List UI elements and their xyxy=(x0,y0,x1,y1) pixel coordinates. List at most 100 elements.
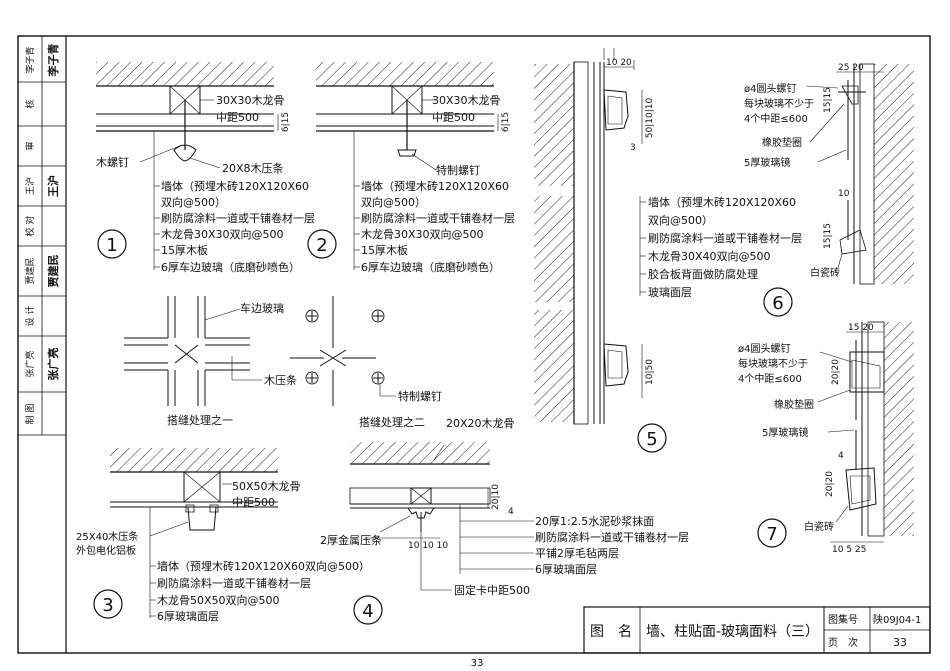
d4-layer-2: 刷防腐涂料一道或干铺卷材一层 xyxy=(535,530,689,544)
sidebar-sig-8: 张广亮 xyxy=(46,348,60,381)
d6-number: 6 xyxy=(772,293,783,314)
d3-layer-2: 刷防腐涂料一道或干铺卷材一层 xyxy=(157,576,311,590)
d5-layer-4: 木龙骨30X40双向@500 xyxy=(648,249,771,263)
d7-number: 7 xyxy=(766,524,777,545)
d7-screw-label-2: 每块玻璃不少于 xyxy=(738,357,808,370)
d1-layer-6: 6厚车边玻璃（底磨砂喷色） xyxy=(161,260,300,274)
detail-1: 30X30木龙骨 中距500 6|15 木螺钉 20X8木压条 墙体（预埋木砖1… xyxy=(96,62,315,274)
d4-joist-label: 20X20木龙骨 xyxy=(446,417,515,430)
detail-4: 20X20木龙骨 20|10 4 10 10 10 2厚金属压条 固定卡中距50… xyxy=(320,417,689,625)
d4-layer-4: 6厚玻璃面层 xyxy=(535,562,597,576)
d2-screw-label: 特制螺钉 xyxy=(436,163,480,177)
d1-layer-1: 墙体（预埋木砖120X120X60 xyxy=(161,179,309,193)
d3-strip-label-2: 外包电化铝板 xyxy=(76,544,136,557)
d7-screw-label-3: 4个中距≤600 xyxy=(738,372,802,385)
d4-layer-3: 平铺2厚毛毡两层 xyxy=(535,547,619,560)
d5-top-dims: 10 20 xyxy=(606,58,632,68)
d5-layer-1: 墙体（预埋木砖120X120X60 xyxy=(648,195,796,209)
sidebar-role-8: 张广亮 xyxy=(24,350,36,377)
sidebar-sig-4: 王沪 xyxy=(46,175,60,197)
d5-number: 5 xyxy=(646,429,657,450)
joint-caption-2: 搭缝处理之二 xyxy=(359,415,425,429)
d2-spacing-label: 中距500 xyxy=(432,111,475,124)
d5-layer-5: 胶合板背面做防腐处理 xyxy=(648,267,758,281)
signoff-sidebar: 李子青 李子青 核 审 王沪 王沪 校 对 贾建民 贾建民 设 计 张广亮 张广… xyxy=(18,44,66,424)
d3-layer-4: 6厚玻璃面层 xyxy=(157,609,219,623)
sidebar-sig-1: 李子青 xyxy=(46,44,60,78)
d5-layer-6: 玻璃面层 xyxy=(648,285,692,299)
d4-hdims: 10 10 10 xyxy=(408,541,448,551)
d3-joist-label: 50X50木龙骨 xyxy=(232,480,301,493)
d1-spacing-label: 中距500 xyxy=(216,111,259,124)
detail-7: 15 20 ø4圆头螺钉 每块玻璃不少于 4个中距≤600 20|20 橡胶垫圈… xyxy=(738,321,914,555)
d4-vdims: 20|10 xyxy=(491,484,501,510)
d2-layer-1: 墙体（预埋木砖120X120X60 xyxy=(361,179,509,193)
d3-layer-1: 墙体（预埋木砖120X120X60双向@500） xyxy=(157,559,370,573)
d1-layer-3: 刷防腐涂料一道或干铺卷材一层 xyxy=(161,211,315,225)
d5-vdims-2: 10|50 xyxy=(645,359,655,385)
d6-dim-10: 10 xyxy=(838,189,850,199)
d6-gasket-label: 橡胶垫圈 xyxy=(762,136,802,149)
joint-caption-1: 搭缝处理之一 xyxy=(167,413,233,427)
sidebar-sig-6: 贾建民 xyxy=(46,255,60,288)
detail-6: 25 20 ø4圆头螺钉 每块玻璃不少于 4个中距≤600 15|15 橡胶垫圈… xyxy=(744,63,914,317)
d2-layer-5: 15厚木板 xyxy=(361,243,408,257)
d6-screw-label-3: 4个中距≤600 xyxy=(744,112,808,125)
d2-layer-6: 6厚车边玻璃（底磨砂喷色） xyxy=(361,260,500,274)
detail-2: 30X30木龙骨 中距500 6|15 特制螺钉 墙体（预埋木砖120X120X… xyxy=(307,62,515,274)
sheet-title: 墙、柱贴面-玻璃面料（三） xyxy=(646,623,819,640)
d2-number: 2 xyxy=(316,235,327,256)
page-number: 33 xyxy=(471,658,484,669)
d3-layer-3: 木龙骨50X50双向@500 xyxy=(157,593,280,607)
d5-layer-3: 刷防腐涂料一道或干铺卷材一层 xyxy=(648,231,802,245)
joint-glass-label: 车边玻璃 xyxy=(240,301,284,315)
d7-tile-label: 白瓷砖 xyxy=(804,520,834,533)
joint-strip-label: 木压条 xyxy=(264,373,297,387)
d7-top-dims: 15 20 xyxy=(848,323,874,333)
d1-dims: 6|15 xyxy=(281,112,291,132)
detail-5: 10 20 50|10|10 3 10|50 墙体（预埋木砖120X120X60… xyxy=(534,48,802,453)
d7-vdims-1: 20|20 xyxy=(831,359,841,385)
d3-strip-label-1: 25X40木压条 xyxy=(76,530,138,543)
joint-details: 车边玻璃 木压条 搭缝处理之一 特制螺钉 搭缝处理之二 xyxy=(124,296,442,429)
d5-vdims: 50|10|10 xyxy=(645,98,655,139)
d4-layer-1: 20厚1:2.5水泥砂浆抹面 xyxy=(535,514,654,528)
d2-layer-2: 双向@500） xyxy=(361,195,426,209)
sidebar-role-4: 王沪 xyxy=(24,177,36,195)
sheet-frame xyxy=(17,35,931,654)
d2-layer-3: 刷防腐涂料一道或干铺卷材一层 xyxy=(361,211,515,225)
d7-screw-label: ø4圆头螺钉 xyxy=(738,343,790,355)
d6-screw-label-2: 每块玻璃不少于 xyxy=(744,97,814,110)
screw-icon-group xyxy=(305,309,385,385)
d6-tile-label: 白瓷砖 xyxy=(810,266,840,279)
d1-screw-label: 木螺钉 xyxy=(96,156,129,169)
joint-screw-label: 特制螺钉 xyxy=(398,389,442,403)
d1-layer-4: 木龙骨30X30双向@500 xyxy=(161,227,284,241)
d7-gasket-label: 橡胶垫圈 xyxy=(774,398,814,411)
d5-layer-2: 双向@500） xyxy=(648,213,713,227)
d2-layer-4: 木龙骨30X30双向@500 xyxy=(361,227,484,241)
title-block-label: 图 名 xyxy=(590,624,632,640)
sidebar-role-1: 李子青 xyxy=(24,46,36,73)
d4-strip-label: 2厚金属压条 xyxy=(320,533,382,547)
sidebar-role-6: 贾建民 xyxy=(24,257,36,284)
d4-number: 4 xyxy=(362,601,373,622)
d5-dim-3: 3 xyxy=(630,143,636,153)
atlas-number: 陕09J04-1 xyxy=(873,613,921,626)
atlas-label: 图集号 xyxy=(828,613,858,626)
d4-dim-4: 4 xyxy=(508,507,514,517)
sidebar-role-2: 核 xyxy=(24,99,36,108)
d1-number: 1 xyxy=(106,235,117,256)
d6-vdims-1: 15|15 xyxy=(823,87,833,113)
title-block: 图 名 墙、柱贴面-玻璃面料（三） 图集号 陕09J04-1 页 次 33 xyxy=(583,606,931,654)
d1-layer-2: 双向@500） xyxy=(161,195,226,209)
sidebar-role-7: 设 计 xyxy=(24,306,36,327)
d6-vdims-2: 15|15 xyxy=(823,223,833,249)
d6-top-dims: 25 20 xyxy=(838,63,864,73)
d2-joist-label: 30X30木龙骨 xyxy=(432,94,501,107)
d1-joist-label: 30X30木龙骨 xyxy=(216,94,285,107)
d7-vdims-2: 20|20 xyxy=(825,471,835,497)
sidebar-role-3: 审 xyxy=(24,141,36,150)
d3-number: 3 xyxy=(102,595,113,616)
